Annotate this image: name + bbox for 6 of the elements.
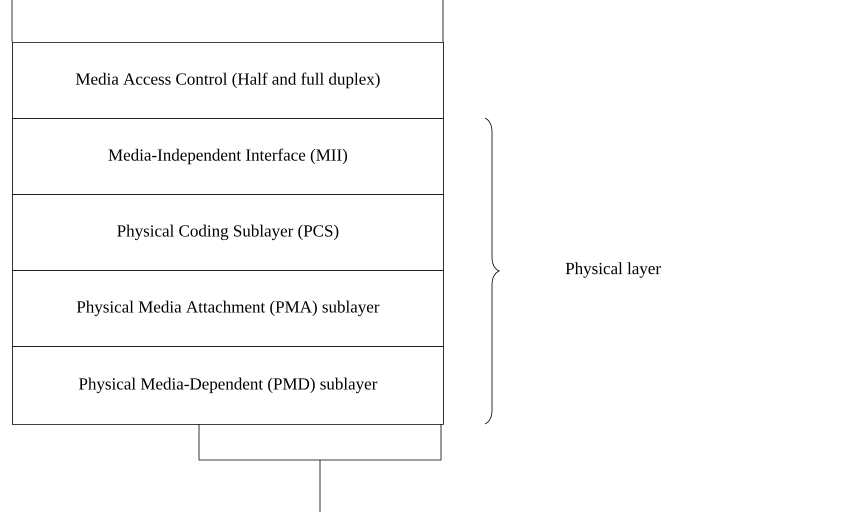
layer-box: Physical Coding Sublayer (PCS): [12, 194, 444, 271]
layer-label: Physical layer: [566, 262, 661, 278]
layer-box: Media Access Control (Half and full duplex): [12, 42, 444, 119]
layer-box: Physical Media-Dependent (PMD) sublayer: [12, 346, 444, 425]
layer-box: Physical Media Attachment (PMA) sublayer: [12, 270, 444, 347]
layer-box: Media-Independent Interface (MII): [12, 118, 444, 195]
